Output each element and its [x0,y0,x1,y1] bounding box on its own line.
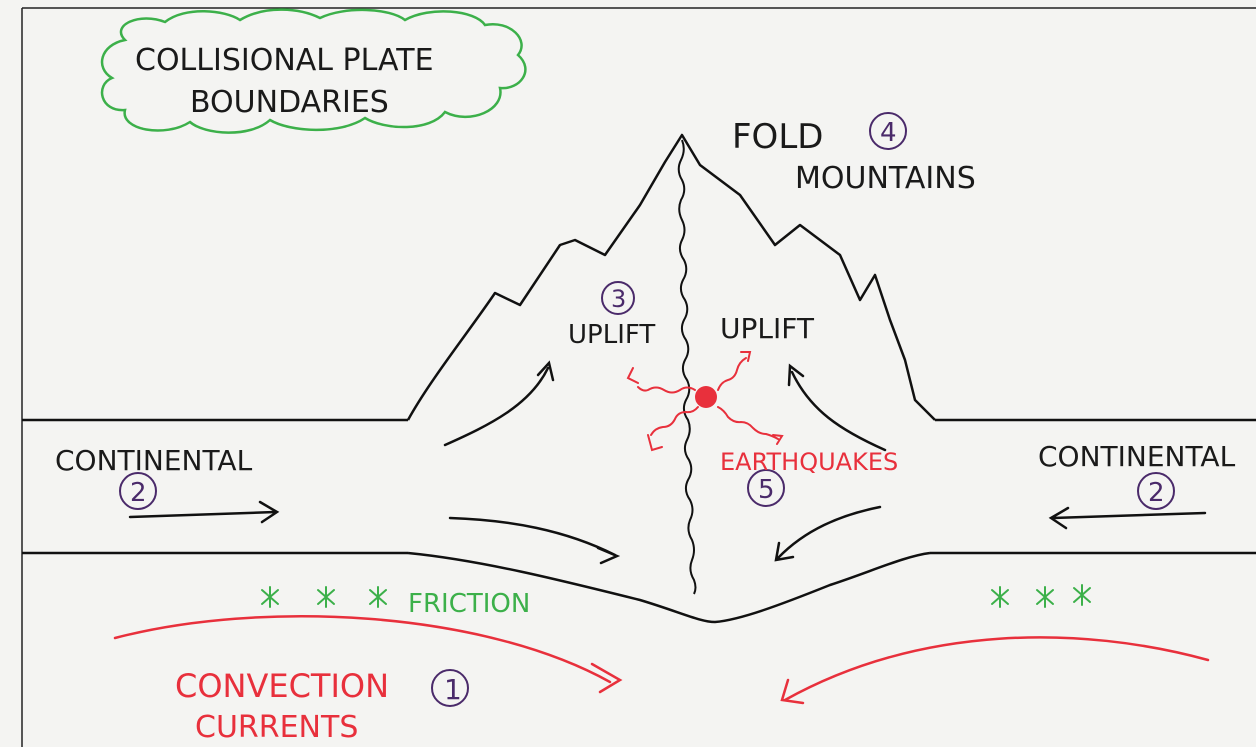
number-convection: 1 [444,673,462,706]
label-currents: CURRENTS [195,710,358,745]
convection-arrow-right [780,636,1210,705]
number-uplift: 3 [611,285,626,313]
number-continental-left: 2 [130,478,147,508]
label-continental-left: CONTINENTAL [55,444,253,477]
label-uplift-left: UPLIFT [568,320,655,350]
push-arrow-right [774,505,882,562]
number-circle-continental-right [1137,472,1175,510]
continental-right-arrow [1048,506,1207,530]
seismic-waves [626,351,784,452]
number-circle-continental-left [119,472,157,510]
number-circle-earthquakes [747,469,785,507]
label-mountains: MOUNTAINS [795,161,976,196]
continental-left-arrow [128,500,280,524]
uplift-arrow-left-head [536,360,555,382]
uplift-arrow-left [443,366,550,447]
convection-arrow-left [113,615,623,694]
label-fold: FOLD [732,117,823,157]
label-earthquakes: EARTHQUAKES [720,448,898,476]
number-fold-mountains: 4 [880,118,897,148]
title-line-2: BOUNDARIES [190,85,389,120]
fold-mountain-outline [406,133,936,421]
fault-line [677,139,697,595]
label-friction: FRICTION [408,589,530,619]
number-circle-convection [431,669,469,707]
number-circles [119,112,1175,707]
number-circle-fold-mountains [869,112,907,150]
earthquake-focus [695,386,717,408]
push-arrow-left [448,516,621,565]
label-convection: CONVECTION [175,667,389,705]
number-circle-uplift [601,281,635,315]
plate-bend-curve [407,551,931,624]
number-earthquakes: 5 [758,475,775,505]
title-cloud [100,8,527,134]
label-uplift-right: UPLIFT [720,312,815,345]
friction-asterisks [261,584,1091,608]
label-continental-right: CONTINENTAL [1038,440,1236,473]
uplift-arrow-right-head [787,363,805,387]
number-continental-right: 2 [1148,478,1165,508]
uplift-arrow-right [790,370,887,452]
title-line-1: COLLISIONAL PLATE [135,43,434,78]
